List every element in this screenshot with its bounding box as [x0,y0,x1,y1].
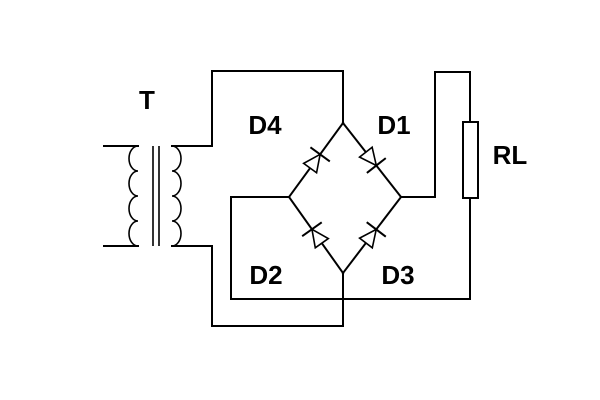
wiring [211,70,471,327]
diode-d4-symbol [302,146,331,175]
diode-d1-symbol [358,145,387,174]
primary-winding [128,145,139,247]
load-resistor [462,121,479,199]
label-load: RL [493,140,528,170]
secondary-winding [171,145,182,247]
label-d3: D3 [381,260,414,290]
label-transformer: T [139,85,155,115]
diode-bridge [287,121,403,275]
label-d4: D4 [248,110,282,140]
wire-top-loop [211,70,344,147]
diode-d3-symbol [358,221,387,250]
label-d1: D1 [377,110,410,140]
diode-d2-symbol [301,221,330,250]
label-d2: D2 [249,260,282,290]
wire-negative-return [230,196,471,300]
wire-positive-output [400,71,471,198]
transformer [103,145,213,247]
